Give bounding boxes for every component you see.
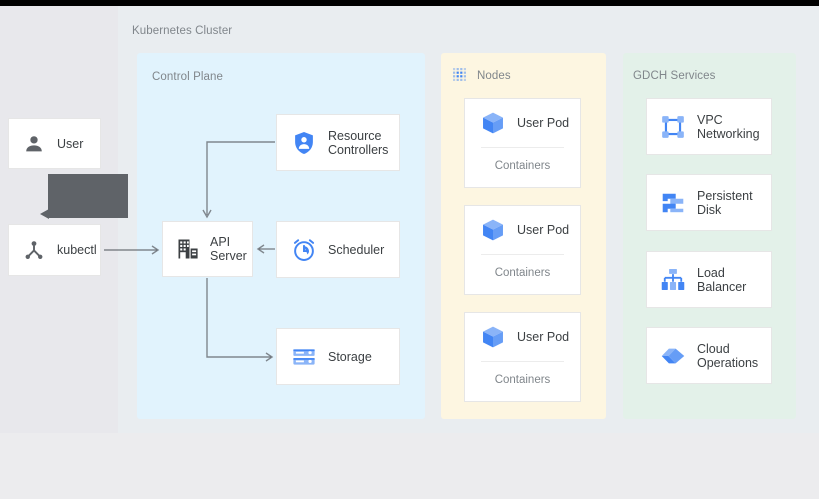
pod-sublabel: Containers	[494, 374, 551, 386]
pod-sublabel: Containers	[494, 160, 551, 172]
card-scheduler-label: Scheduler	[328, 242, 385, 257]
pod-header: User Pod	[465, 206, 580, 254]
diagram-canvas: Kubernetes Cluster Control Plane	[0, 6, 819, 499]
card-user-label: User	[57, 136, 84, 151]
pod-divider	[481, 147, 564, 148]
pod-card[interactable]: User Pod Containers	[464, 205, 581, 295]
pod-sublabel: Containers	[494, 267, 551, 279]
tooltip-overlay	[48, 174, 128, 218]
pod-label: User Pod	[517, 116, 570, 130]
gdch-services-title: GDCH Services	[633, 70, 716, 82]
dotted-grid-icon	[452, 67, 468, 83]
card-kubectl[interactable]: kubectl	[8, 224, 101, 276]
card-cloud-operations-label: Cloud Operations	[697, 341, 759, 370]
card-user[interactable]: User	[8, 118, 101, 169]
cloud-operations-icon	[660, 343, 686, 369]
actor-strip-background	[0, 6, 118, 433]
pod-label: User Pod	[517, 223, 570, 237]
pod-divider	[481, 361, 564, 362]
card-resource-controllers-label: Resource Controllers	[328, 128, 389, 157]
card-api-server-label: API Server	[210, 235, 247, 263]
card-persistent-disk[interactable]: Persistent Disk	[646, 174, 772, 231]
tooltip-tail	[40, 209, 49, 219]
cube-icon	[480, 324, 506, 350]
kubectl-node-icon	[23, 239, 45, 261]
card-vpc-networking[interactable]: VPC Networking	[646, 98, 772, 155]
pod-card[interactable]: User Pod Containers	[464, 98, 581, 188]
top-black-bar	[0, 0, 819, 6]
pod-header: User Pod	[465, 313, 580, 361]
api-server-building-icon	[176, 237, 200, 261]
card-load-balancer[interactable]: Load Balancer	[646, 251, 772, 308]
card-persistent-disk-label: Persistent Disk	[697, 188, 753, 217]
control-plane-title: Control Plane	[152, 71, 223, 83]
pod-label: User Pod	[517, 330, 570, 344]
cube-icon	[480, 110, 506, 136]
person-icon	[23, 133, 45, 155]
persistent-disk-icon	[660, 190, 686, 216]
card-storage[interactable]: Storage	[276, 328, 400, 385]
card-scheduler[interactable]: Scheduler	[276, 221, 400, 278]
pod-divider	[481, 254, 564, 255]
card-kubectl-label: kubectl	[57, 243, 97, 257]
pod-card[interactable]: User Pod Containers	[464, 312, 581, 402]
kubernetes-cluster-title: Kubernetes Cluster	[132, 25, 233, 37]
card-api-server[interactable]: API Server	[162, 221, 253, 277]
pod-header: User Pod	[465, 99, 580, 147]
storage-rack-icon	[291, 344, 317, 370]
vpc-network-icon	[660, 114, 686, 140]
load-balancer-icon	[660, 267, 686, 293]
card-cloud-operations[interactable]: Cloud Operations	[646, 327, 772, 384]
card-storage-label: Storage	[328, 349, 372, 364]
card-resource-controllers[interactable]: Resource Controllers	[276, 114, 400, 171]
nodes-title: Nodes	[477, 70, 511, 82]
cube-icon	[480, 217, 506, 243]
alarm-clock-icon	[291, 237, 317, 263]
card-vpc-networking-label: VPC Networking	[697, 112, 760, 141]
card-load-balancer-label: Load Balancer	[697, 265, 747, 294]
shield-person-icon	[291, 130, 317, 156]
